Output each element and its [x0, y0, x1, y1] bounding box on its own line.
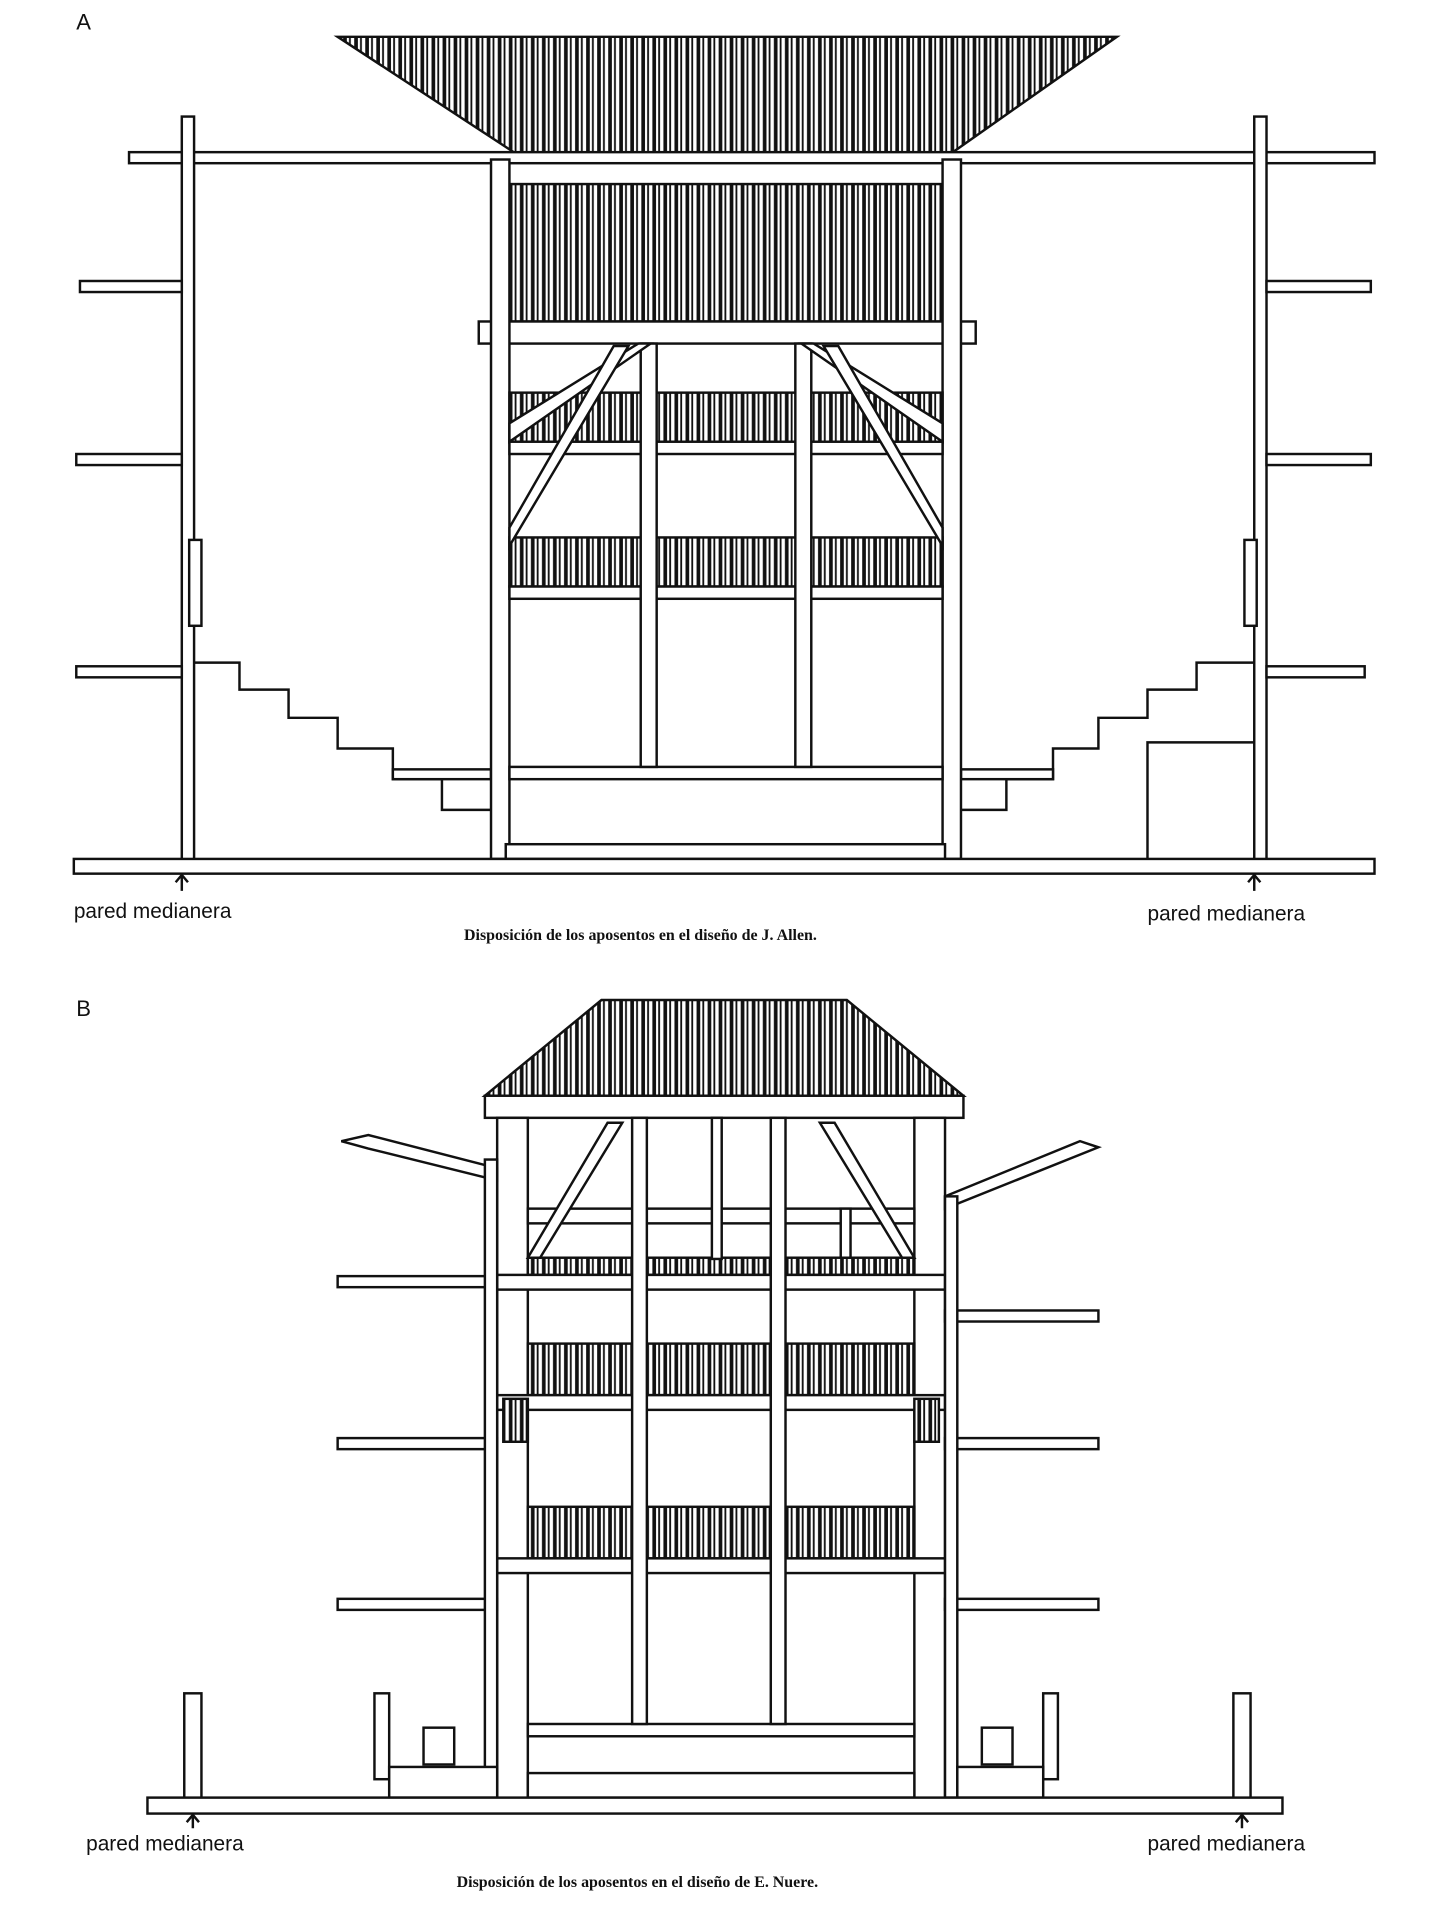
right-wall-label-a: pared medianera	[1147, 902, 1305, 925]
caption-a: Disposición de los aposentos en el diseñ…	[464, 927, 817, 944]
right-party-wall-a	[1253, 115, 1268, 867]
top-beam-a	[127, 150, 1376, 165]
balcony-railing	[526, 1342, 916, 1397]
tower-column	[495, 1116, 530, 1801]
caption-b: Disposición de los aposentos en el diseñ…	[457, 1874, 818, 1891]
balcony-railing	[526, 1505, 916, 1560]
tower-column	[941, 158, 963, 861]
left-party-wall-b	[183, 1692, 203, 1805]
tower-column	[489, 158, 511, 861]
right-wall-label-b: pared medianera	[1147, 1832, 1305, 1855]
arrow-up-icon	[174, 872, 189, 891]
ground-line-a	[72, 857, 1376, 875]
panel-label-a: A	[76, 9, 91, 34]
balcony-railing	[508, 536, 944, 588]
left-party-wall-a	[180, 115, 196, 867]
tower-column	[913, 1116, 947, 1801]
arrow-up-icon	[185, 1812, 200, 1829]
panel-label-b: B	[76, 996, 91, 1021]
section-b: B pared medianera pared med	[76, 996, 1305, 1891]
section-a: A pared medianera pared medianera Dispos…	[72, 9, 1376, 944]
right-party-wall-b	[1232, 1692, 1252, 1805]
left-wall-label-b: pared medianera	[86, 1832, 244, 1855]
roof-a	[333, 35, 1121, 155]
arrow-up-icon	[1234, 1812, 1250, 1829]
upper-gallery-a	[502, 182, 953, 323]
ground-line-b	[146, 1796, 1284, 1815]
left-wall-label-a: pared medianera	[74, 900, 232, 923]
arrow-up-icon	[1247, 872, 1262, 891]
roof-b	[481, 998, 967, 1097]
